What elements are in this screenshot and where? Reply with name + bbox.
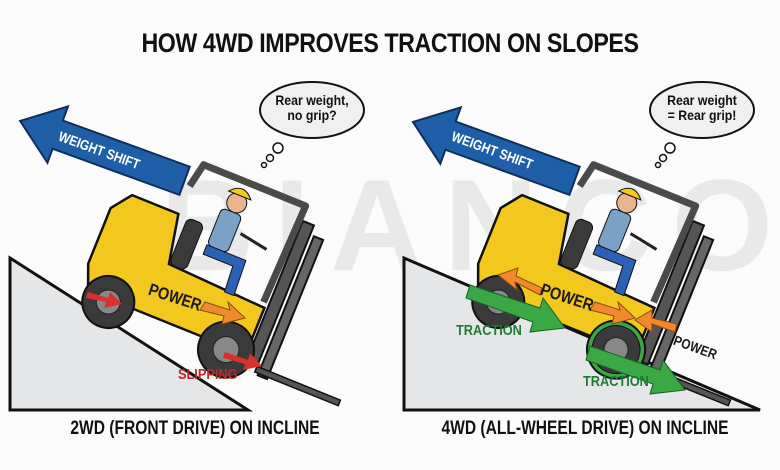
forklift-2wd-illustration (8, 81, 365, 412)
power-arrow-rear-icon (496, 267, 543, 296)
traction-arrow-front-icon (585, 345, 686, 395)
caption-2wd: 2WD (FRONT DRIVE) ON INCLINE (70, 418, 320, 439)
slip-arrow-front-icon (223, 352, 262, 370)
page-title: HOW 4WD IMPROVES TRACTION ON SLOPES (141, 28, 639, 58)
power-arrow-front-icon (589, 300, 637, 325)
panel-2wd: Rear weight, no grip? WEIGHT SHIFT POWER… (0, 70, 390, 470)
traction-arrow-rear-icon (465, 284, 566, 333)
slipping-label: SLIPPING (178, 366, 238, 383)
slope-ramp (8, 255, 254, 412)
thought-bubble-text-2wd: Rear weight, no grip? (264, 93, 361, 123)
weight-shift-arrow-icon (18, 104, 191, 197)
thought-bubble-icon (649, 81, 755, 169)
forklift-4wd-illustration (402, 81, 761, 412)
thought-line-1: Rear weight, (275, 92, 349, 108)
thought-bubble-icon (259, 81, 365, 169)
thought-line-2: no grip? (287, 107, 337, 123)
panel-4wd: Rear weight = Rear grip! WEIGHT SHIFT PO… (390, 70, 780, 470)
caption-4wd: 4WD (ALL-WHEEL DRIVE) ON INCLINE (441, 418, 729, 439)
thought-line-2: = Rear grip! (667, 107, 737, 123)
power-arrow-front-2-icon (634, 309, 678, 333)
traction-label-rear: TRACTION (456, 322, 522, 339)
thought-line-1: Rear weight (667, 92, 737, 108)
slip-arrow-rear-icon (86, 292, 122, 308)
power-arrow-icon (199, 300, 247, 325)
thought-bubble-text-4wd: Rear weight = Rear grip! (654, 93, 751, 123)
weight-shift-arrow-icon (411, 105, 581, 197)
traction-label-front: TRACTION (583, 373, 649, 390)
